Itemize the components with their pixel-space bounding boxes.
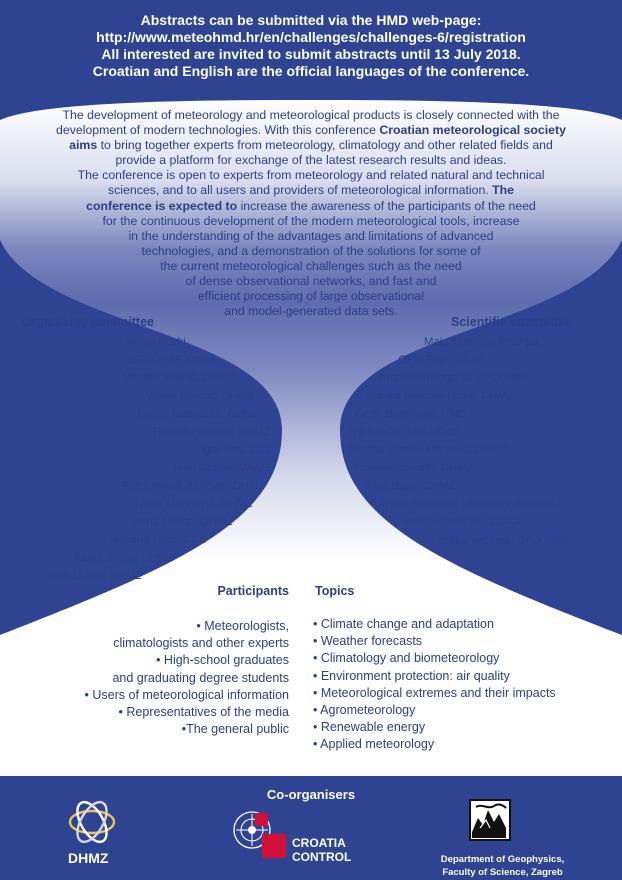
co-organisers-title: Co-organisers <box>266 787 356 802</box>
committee-member: Ivana Stiperski, University Innsbruck <box>381 498 564 510</box>
participant-item: and graduating degree students <box>112 670 289 685</box>
header-line: All interested are invited to submit abs… <box>101 46 521 62</box>
participant-item: • Representatives of the media <box>118 705 289 720</box>
committee-member: Nikolina Leko, CCL <box>109 534 206 546</box>
committee-member: Maja Telišman Prtenjak, <box>424 336 544 348</box>
committee-member: Iva Kavčič, Met Office <box>349 426 459 438</box>
topic-item: • Climatology and biometeorology <box>313 651 500 666</box>
committee-member: Ivana Marinović, DHMZ <box>134 498 253 510</box>
committee-member: Lidija Srnec, DHMZ <box>76 552 174 564</box>
intro-line: The development of meteorology and meteo… <box>62 108 560 122</box>
dhmz-logo-text: DHMZ <box>68 850 109 866</box>
committee-member: Ivan Güttler, DHMZ <box>174 462 271 474</box>
committee-member: Amela Jeričević, CCAA <box>404 516 521 528</box>
intro-line: aims to bring together experts from mete… <box>69 138 553 153</box>
participant-item: • High-school graduates <box>156 653 289 668</box>
committee-member: Branko Grisogono, GFO PMF <box>379 372 528 384</box>
participant-item: climatologists and other experts <box>113 636 289 651</box>
scientific-committee-title: Scientific committee <box>451 315 573 329</box>
dhmz-emblem-icon <box>68 800 116 844</box>
participants-title: Participants <box>217 584 289 598</box>
committee-member: GFO PMF, Chair <box>129 354 214 366</box>
topic-item: • Agrometeorology <box>313 703 416 718</box>
topic-item: • Climate change and adaptation <box>313 617 494 631</box>
topic-item: • Weather forecasts <box>313 634 423 649</box>
intro-line: The conference is open to experts from m… <box>77 168 545 183</box>
participant-item: •The general public <box>181 722 289 737</box>
intro-line: development of modern technologies. With… <box>56 123 566 138</box>
croatia-control-text: CROATIA CONTROL <box>292 836 352 864</box>
geophysics-emblem-icon <box>469 799 511 841</box>
committee-member: Alica Bajić, DHMZ <box>364 480 456 492</box>
committee-member: Goran Gašparac, Gekom <box>137 408 264 420</box>
intro-line: in the understanding of the advantages a… <box>128 228 494 243</box>
organising-committee-title: Organising committee <box>22 315 154 329</box>
geophysics-logo: Department of Geophysics, Faculty of Sci… <box>430 798 575 878</box>
committee-member: Željko Večenaj, GFO PMF <box>437 535 569 547</box>
committee-member: Petra Mikuš Jurković, DHMZ <box>121 480 265 492</box>
submission-header: Abstracts can be submitted via the HMD w… <box>0 0 622 100</box>
header-line: Croatian and English are the official la… <box>92 63 530 79</box>
intro-line: conference is expected to increase the a… <box>86 198 536 213</box>
dhmz-logo: DHMZ <box>64 798 120 868</box>
intro-line: provide a platform for exchange of the l… <box>115 153 507 168</box>
committee-member: Ružica Popović, DHMZ <box>153 426 270 438</box>
topic-item: • Environment protection: air quality <box>313 668 510 683</box>
participant-item: • Users of meteorological information <box>84 687 289 702</box>
croatia-control-logo: CROATIA CONTROL <box>228 800 358 872</box>
co-organisers-footer: Co-organisers DHMZ CROATIA CONTROL <box>0 776 622 880</box>
participants-list: • Meteorologists, climatologists and oth… <box>85 618 289 738</box>
intro-line: efficient processing of large observatio… <box>197 289 425 304</box>
intro-line: for the continuous development of the mo… <box>102 213 520 228</box>
participant-item: • Meteorologists, <box>196 619 289 633</box>
committee-member: Čedo Branković, HMD <box>355 408 467 420</box>
committee-member: Antun Marki, <box>125 336 189 348</box>
topics-list: • Climate change and adaptation • Weathe… <box>313 616 556 754</box>
croatia-control-emblem-icon <box>233 811 286 858</box>
header-line: Abstracts can be submitted via the HMD w… <box>140 12 482 28</box>
intro-line: sciences, and to all users and providers… <box>107 183 514 198</box>
committee-member: Kristian Horvath, DHMZ <box>354 462 474 474</box>
topic-item: • Meteorological extremes and their impa… <box>313 685 556 700</box>
committee-member: Igor Kos, CCL <box>201 444 272 456</box>
committee-member: Nataša Strelec Mahović, DHMZ <box>349 444 508 456</box>
intro-line: technologies, and a demonstration of the… <box>141 243 481 258</box>
registration-link[interactable]: http://www.meteohmd.hr/en/challenges/cha… <box>96 29 526 45</box>
committee-member: Vesna Đuričić, DHMZ <box>146 390 254 402</box>
intro-line: and model-generated data sets. <box>224 304 398 319</box>
geophysics-text: Department of Geophysics, Faculty of Sci… <box>440 854 565 878</box>
topics-title: Topics <box>315 584 355 598</box>
topic-item: • Applied meteorology <box>313 737 435 752</box>
committee-member: Branka Ivančan-Picek, DHMZ <box>365 390 514 402</box>
committee-member: Mladen Rupčić, DHMZ <box>121 372 235 384</box>
intro-line: the current meteorological challenges su… <box>160 258 462 273</box>
committee-member: Irena Nimac, DHMZ <box>133 516 233 528</box>
conference-intro: The development of meteorology and meteo… <box>14 108 608 319</box>
intro-line: of dense observational networks, and fas… <box>185 274 437 289</box>
topic-item: • Renewable energy <box>313 720 426 735</box>
committee-member: Ivan Lukac, DHMZ <box>48 570 142 582</box>
committee-member: GFO PMF, Chair <box>398 354 483 366</box>
